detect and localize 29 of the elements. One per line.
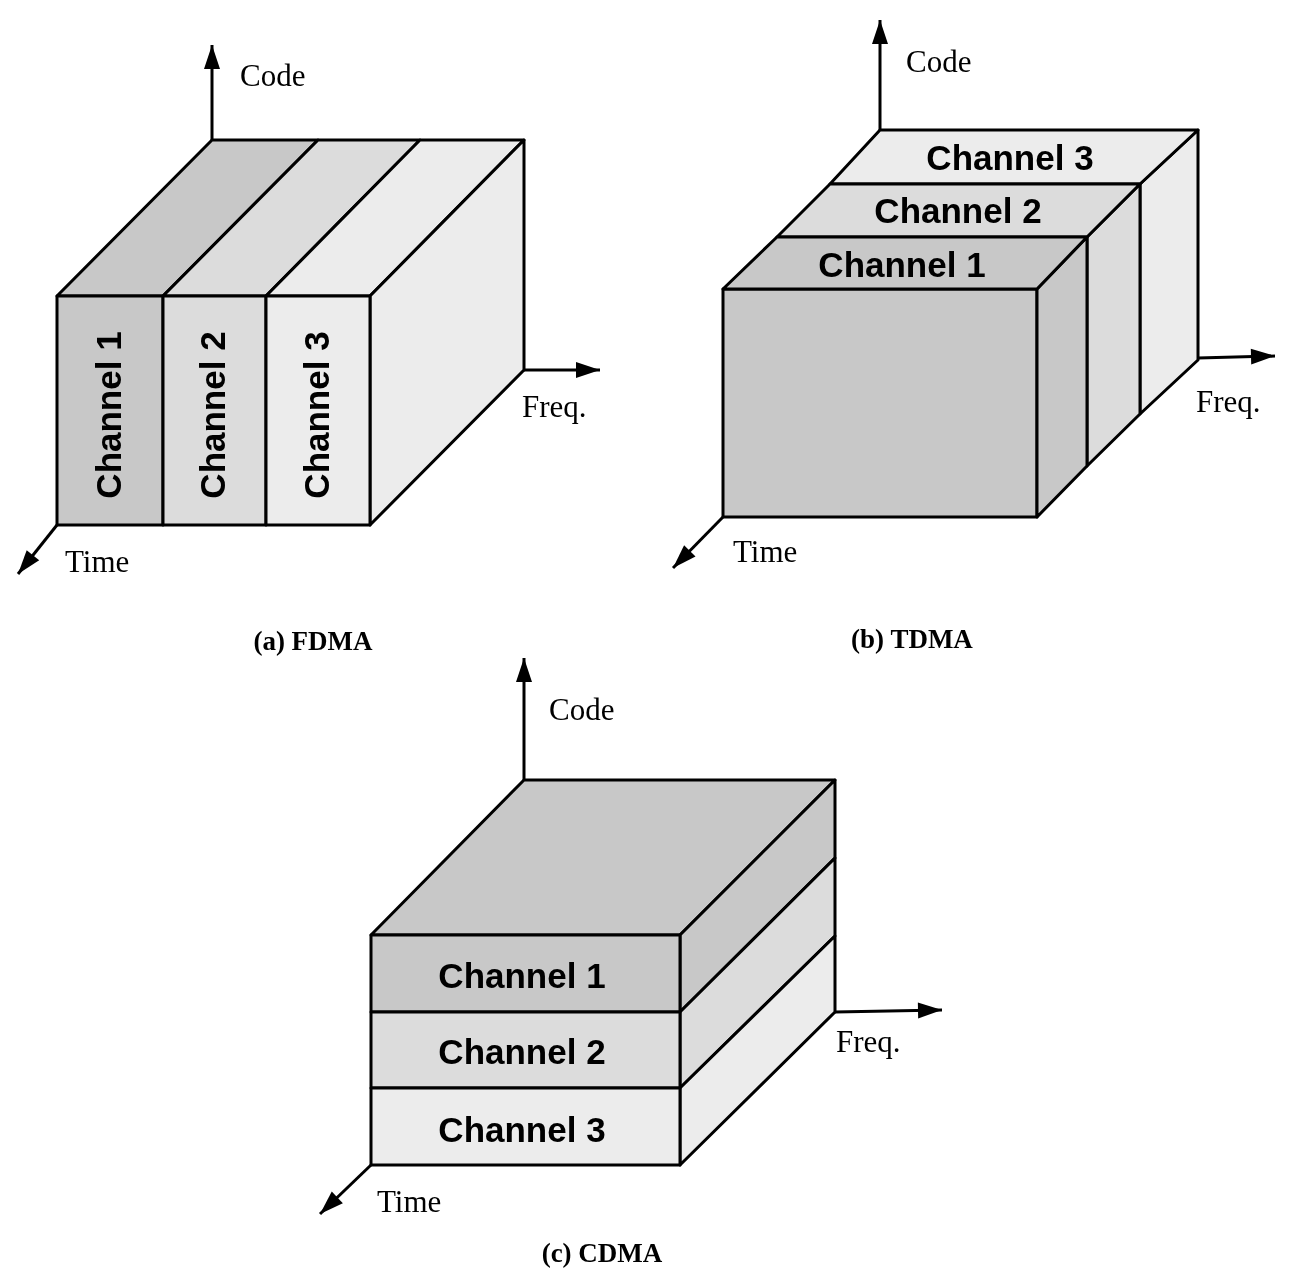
axis-label: Code — [906, 46, 972, 77]
channel-label: Channel 3 — [438, 1111, 606, 1147]
channel-slab — [830, 130, 1198, 184]
channel-slab — [266, 296, 370, 525]
axis-label: Freq. — [1196, 386, 1261, 417]
axis-label: Code — [549, 694, 615, 725]
channel-label: Channel 2 — [438, 1033, 606, 1069]
channel-label: Channel 3 — [926, 139, 1094, 175]
panel-caption: (b) TDMA — [851, 626, 973, 653]
axis-label: Code — [240, 60, 306, 91]
channel-label: Channel 1 — [90, 331, 126, 499]
channel-label: Channel 1 — [818, 246, 986, 282]
channel-slab — [163, 296, 266, 525]
channel-label: Channel 2 — [874, 192, 1042, 228]
panel-caption: (a) FDMA — [253, 628, 373, 655]
channel-slab — [723, 237, 1087, 289]
channel-slab — [371, 1088, 680, 1165]
axis-label: Time — [733, 536, 798, 567]
channel-slab — [57, 296, 163, 525]
panel-caption: (c) CDMA — [541, 1240, 663, 1267]
axis-label: Time — [377, 1186, 442, 1217]
axis-label: Freq. — [836, 1026, 901, 1057]
axis-label: Time — [65, 546, 130, 577]
channel-slab — [371, 1012, 680, 1088]
channel-slab — [371, 935, 680, 1012]
channel-label: Channel 3 — [298, 331, 334, 499]
channel-label: Channel 1 — [438, 957, 606, 993]
axis-label: Freq. — [522, 391, 587, 422]
channel-label: Channel 2 — [194, 331, 230, 499]
